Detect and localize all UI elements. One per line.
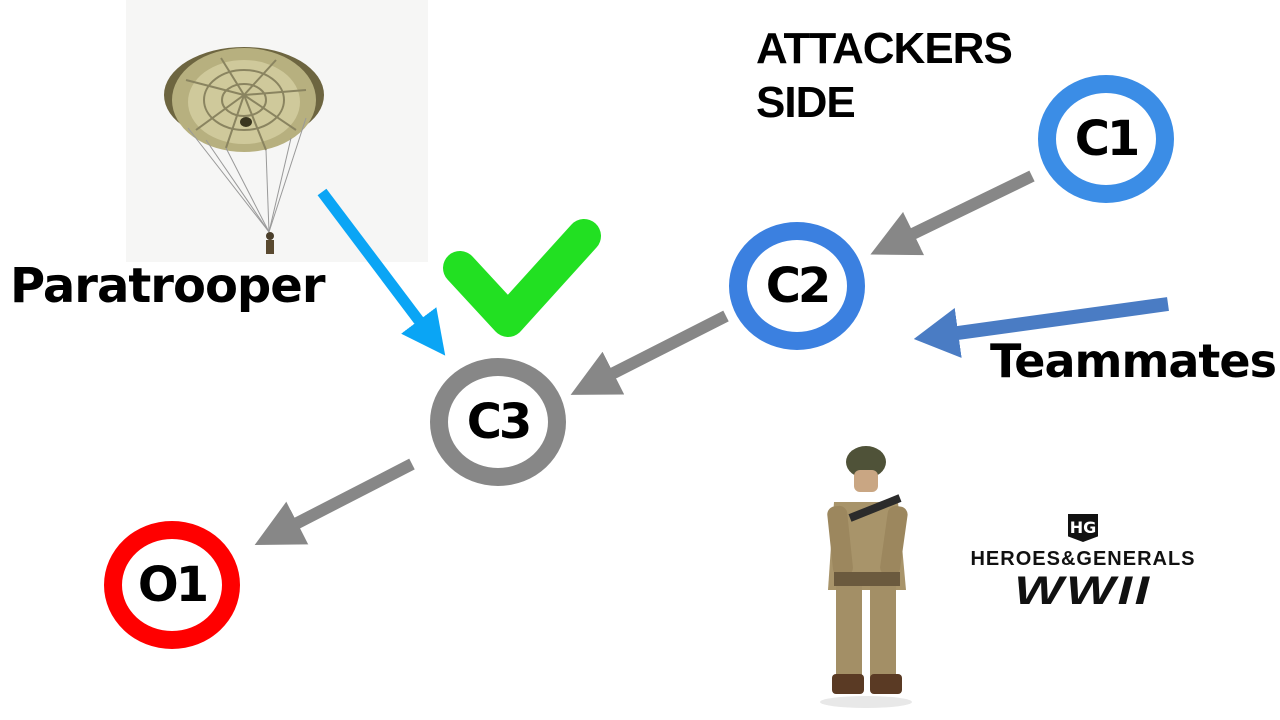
soldier-icon: [820, 446, 912, 708]
arrow-paratrooper: [317, 188, 446, 356]
node-c2: C2: [729, 222, 865, 350]
arrow-teammates: [913, 297, 1169, 358]
attackers-side-title: ATTACKERS SIDE: [756, 22, 1013, 130]
node-o1: O1: [104, 521, 240, 649]
title-line-1: ATTACKERS: [756, 24, 1013, 73]
parachute-icon: [164, 47, 324, 254]
arrow-c2-c3: [570, 310, 729, 395]
logo-mark: HG: [1068, 514, 1098, 542]
paratrooper-label: Paratrooper: [10, 258, 325, 314]
parachute-image: [126, 0, 428, 262]
arrow-c3-o1: [254, 458, 415, 545]
teammates-label: Teammates: [990, 334, 1277, 388]
arrow-c1-c2: [870, 170, 1035, 256]
logo-subtitle: WWII: [1014, 569, 1152, 613]
node-c3: C3: [430, 358, 566, 486]
logo-title: HEROES&GENERALS: [970, 548, 1196, 570]
title-line-2: SIDE: [756, 78, 856, 127]
node-c1: C1: [1038, 75, 1174, 203]
check-icon: [443, 219, 601, 337]
heroes-generals-logo: HG HEROES&GENERALS WWII: [960, 514, 1206, 626]
